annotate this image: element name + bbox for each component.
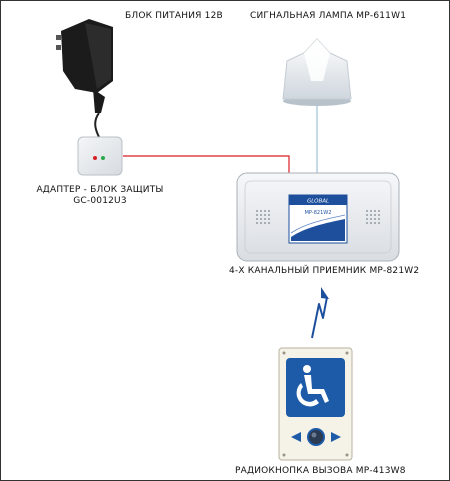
signal-lamp-icon [282,38,352,106]
adapter-label-line1: АДАПТЕР - БЛОК ЗАЩИТЫ [36,185,164,195]
power-supply-cable [94,112,100,138]
wheelchair-icon [296,365,329,407]
adapter-label-line2: GC-0012U3 [73,196,127,206]
signal-lamp-label: СИГНАЛЬНАЯ ЛАМПА МР-611W1 [250,11,407,21]
power-supply-icon [56,19,113,113]
adapter-block-icon [77,136,123,176]
receiver-icon: GLOBAL МР-821W2 [236,172,400,262]
call-button-knob [307,428,325,446]
power-supply-label: БЛОК ПИТАНИЯ 12В [125,11,223,21]
receiver-vent-right [366,210,380,224]
receiver-brand-text: GLOBAL [307,199,329,205]
lightning-arrow-icon [311,287,329,339]
receiver-label-plate [288,194,348,244]
receiver-vent-left [256,210,270,224]
receiver-label: 4-Х КАНАЛЬНЫЙ ПРИЕМНИК МР-821W2 [229,266,420,276]
call-button-device-icon [278,347,353,461]
adapter-to-receiver-wire [123,155,290,173]
call-button-label: РАДИОКНОПКА ВЫЗОВА МР-413W8 [235,466,406,476]
receiver-model-text: МР-821W2 [305,210,332,216]
